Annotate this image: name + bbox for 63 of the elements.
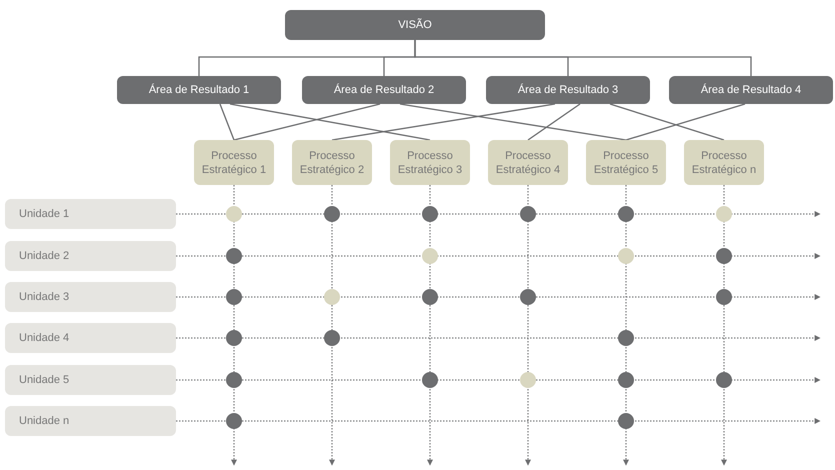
dot-marker <box>226 413 242 429</box>
dot-marker <box>226 206 242 222</box>
dot-marker <box>324 206 340 222</box>
process-box: Processo Estratégico 1 <box>194 140 274 185</box>
dotted-arrow <box>176 253 821 259</box>
dot-marker <box>520 206 536 222</box>
dot-marker <box>618 248 634 264</box>
result-area-box: Área de Resultado 2 <box>302 76 466 104</box>
unit-box: Unidade n <box>5 406 176 436</box>
dotted-arrow <box>176 418 821 424</box>
dotted-arrow <box>623 184 629 466</box>
process-box: Processo Estratégico 4 <box>488 140 568 185</box>
dotted-arrow <box>231 184 237 466</box>
dot-marker <box>618 413 634 429</box>
dot-marker <box>226 330 242 346</box>
process-box: Processo Estratégico 5 <box>586 140 666 185</box>
unit-box: Unidade 1 <box>5 199 176 229</box>
dotted-arrow <box>721 184 727 466</box>
process-box: Processo Estratégico n <box>684 140 764 185</box>
result-area-box: Área de Resultado 3 <box>486 76 650 104</box>
dotted-arrow <box>176 211 821 217</box>
dotted-arrow <box>176 377 821 383</box>
dotted-arrow <box>329 184 335 466</box>
dot-marker <box>618 206 634 222</box>
connector-line <box>332 103 556 141</box>
unit-box: Unidade 5 <box>5 365 176 395</box>
unit-box: Unidade 2 <box>5 241 176 271</box>
dot-marker <box>716 206 732 222</box>
dotted-arrow <box>525 184 531 466</box>
dot-marker <box>618 372 634 388</box>
dot-marker <box>716 248 732 264</box>
dotted-arrow <box>427 184 433 466</box>
unit-box: Unidade 3 <box>5 282 176 312</box>
connector-line <box>219 104 235 140</box>
dot-marker <box>226 248 242 264</box>
dot-marker <box>618 330 634 346</box>
connector-line <box>610 103 724 141</box>
dot-marker <box>716 289 732 305</box>
dot-marker <box>520 372 536 388</box>
process-box: Processo Estratégico 2 <box>292 140 372 185</box>
dotted-arrow <box>176 335 821 341</box>
dot-marker <box>226 372 242 388</box>
connector-line <box>528 103 580 141</box>
dot-marker <box>422 372 438 388</box>
dot-marker <box>226 289 242 305</box>
unit-box: Unidade 4 <box>5 323 176 353</box>
connector-line <box>230 103 430 141</box>
dot-marker <box>422 248 438 264</box>
connector-line <box>234 103 380 141</box>
dot-marker <box>422 289 438 305</box>
dot-marker <box>422 206 438 222</box>
dotted-arrow <box>176 294 821 300</box>
connector-line <box>626 103 746 141</box>
dot-marker <box>324 289 340 305</box>
process-box: Processo Estratégico 3 <box>390 140 470 185</box>
vision-box: VISÃO <box>285 10 545 40</box>
connector-line <box>400 103 626 141</box>
dot-marker <box>716 372 732 388</box>
result-area-box: Área de Resultado 1 <box>117 76 281 104</box>
dot-marker <box>324 330 340 346</box>
dot-marker <box>520 289 536 305</box>
connector-line <box>414 40 752 76</box>
result-area-box: Área de Resultado 4 <box>669 76 833 104</box>
